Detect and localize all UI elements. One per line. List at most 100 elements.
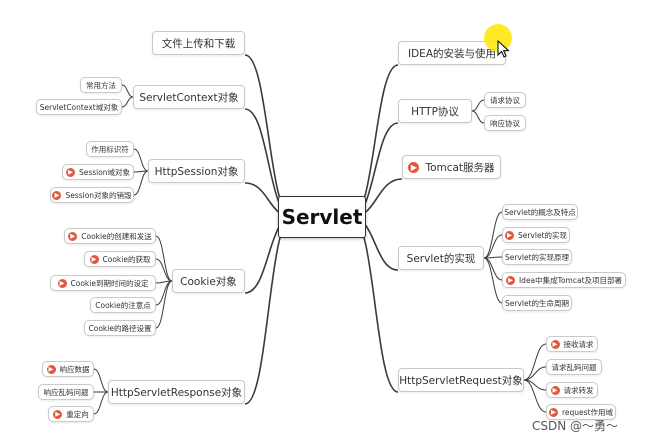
topic-label: Servlet的实现 [406, 252, 476, 265]
subtopic-servletcontext-scope[interactable]: ServletContext域对象 [36, 99, 122, 115]
topic-idea-install[interactable]: IDEA的安装与使用 [398, 41, 506, 65]
subtopic-label: Cookie的获取 [102, 254, 151, 264]
topic-label: Tomcat服务器 [425, 161, 495, 174]
subtopic-receive-request[interactable]: ▶ 接收请求 [546, 336, 598, 352]
sub-connector [155, 280, 173, 306]
play-badge-icon: ▶ [52, 190, 62, 200]
subtopic-servlet-concept[interactable]: Servlet的概念及特点 [502, 204, 578, 220]
subtopic-label: 响应乱码问题 [43, 387, 89, 397]
central-topic[interactable]: Servlet [278, 196, 366, 238]
subtopic-session-id[interactable]: 作用标识符 [86, 141, 134, 157]
topic-httpsession[interactable]: HttpSession对象 [148, 159, 245, 183]
sub-connector [155, 258, 173, 282]
subtopic-label: 响应协议 [490, 118, 520, 128]
sub-connector [483, 257, 503, 304]
subtopic-request-encoding[interactable]: 请求乱码问题 [546, 359, 602, 375]
topic-cookie[interactable]: Cookie对象 [172, 269, 245, 293]
sub-connector [523, 343, 547, 381]
topic-tomcat[interactable]: ▶ Tomcat服务器 [402, 155, 501, 179]
subtopic-label: Idea中集成Tomcat及项目部署 [518, 275, 623, 285]
subtopic-label: Cookie的路径设置 [88, 323, 152, 333]
play-badge-icon: ▶ [68, 231, 78, 241]
sub-connector [483, 211, 503, 259]
subtopic-cookie-get[interactable]: ▶ Cookie的获取 [84, 251, 156, 267]
subtopic-label: 重定向 [66, 409, 89, 419]
sub-connector [133, 170, 149, 196]
sub-connector [483, 257, 503, 281]
central-topic-label: Servlet [281, 205, 363, 229]
main-connector [244, 54, 293, 218]
subtopic-session-scope[interactable]: ▶ Session域对象 [62, 164, 134, 180]
subtopic-response-encoding[interactable]: 响应乱码问题 [38, 384, 94, 400]
play-badge-icon: ▶ [57, 278, 67, 288]
topic-servletcontext[interactable]: ServletContext对象 [133, 85, 245, 109]
subtopic-idea-tomcat-deploy[interactable]: ▶ Idea中集成Tomcat及项目部署 [502, 272, 626, 288]
play-badge-icon: ▶ [53, 409, 63, 419]
topic-httpservletrequest[interactable]: HttpServletRequest对象 [398, 368, 524, 392]
mouse-cursor-icon [497, 40, 510, 58]
subtopic-label: Cookie的注意点 [95, 300, 151, 310]
main-connector [351, 64, 399, 218]
subtopic-label: 响应数据 [59, 364, 90, 374]
subtopic-label: 请求协议 [490, 95, 520, 105]
subtopic-label: Cookie的创建和发送 [81, 231, 152, 241]
subtopic-request-scope[interactable]: ▶ request作用域 [546, 404, 616, 420]
subtopic-redirect[interactable]: ▶ 重定向 [48, 406, 94, 422]
subtopic-cookie-expiry[interactable]: ▶ Cookie到期时间的设定 [50, 275, 156, 291]
subtopic-request-protocol[interactable]: 请求协议 [484, 92, 526, 108]
topic-label: HttpServletRequest对象 [399, 374, 523, 387]
sub-connector [155, 280, 173, 329]
main-connector [244, 216, 293, 405]
topic-httpservletresponse[interactable]: HttpServletResponse对象 [108, 380, 245, 404]
subtopic-session-destroy[interactable]: ▶ Session对象的销毁 [50, 187, 134, 203]
topic-http-protocol[interactable]: HTTP协议 [398, 99, 472, 123]
subtopic-label: Servlet的生命周期 [504, 298, 570, 308]
subtopic-request-forward[interactable]: ▶ 请求转发 [546, 382, 598, 398]
play-badge-icon: ▶ [46, 364, 56, 374]
subtopic-cookie-create[interactable]: ▶ Cookie的创建和发送 [64, 228, 156, 244]
play-badge-icon: ▶ [548, 407, 558, 417]
subtopic-cookie-notes[interactable]: Cookie的注意点 [90, 297, 156, 313]
subtopic-label: 请求转发 [563, 385, 594, 395]
subtopic-cookie-path[interactable]: Cookie的路径设置 [84, 320, 156, 336]
subtopic-label: 请求乱码问题 [551, 362, 597, 372]
play-badge-icon: ▶ [65, 167, 75, 177]
subtopic-label: Cookie到期时间的设定 [70, 278, 149, 288]
subtopic-servlet-lifecycle[interactable]: Servlet的生命周期 [502, 295, 572, 311]
topic-label: HttpSession对象 [154, 165, 239, 178]
subtopic-label: Servlet的实现原理 [504, 252, 570, 262]
topic-label: HTTP协议 [411, 105, 459, 118]
sub-connector [155, 235, 173, 282]
sub-connector [93, 391, 109, 415]
subtopic-label: ServletContext域对象 [39, 102, 119, 112]
subtopic-label: 作用标识符 [91, 144, 129, 154]
play-badge-icon: ▶ [408, 161, 420, 173]
subtopic-servlet-principle[interactable]: Servlet的实现原理 [502, 249, 572, 265]
subtopic-label: Servlet的实现 [517, 230, 568, 240]
play-badge-icon: ▶ [89, 254, 99, 264]
topic-label: IDEA的安装与使用 [408, 47, 496, 60]
sub-connector [483, 234, 503, 259]
subtopic-servlet-implementation[interactable]: ▶ Servlet的实现 [502, 227, 570, 243]
subtopic-label: Session对象的销毁 [65, 190, 132, 200]
subtopic-response-protocol[interactable]: 响应协议 [484, 115, 526, 131]
topic-label: HttpServletResponse对象 [110, 386, 243, 399]
watermark: CSDN @～勇～ [532, 419, 619, 433]
subtopic-label: 接收请求 [563, 339, 594, 349]
subtopic-response-data[interactable]: ▶ 响应数据 [42, 361, 94, 377]
sub-connector [121, 84, 134, 98]
topic-file-upload-download[interactable]: 文件上传和下载 [152, 31, 245, 55]
sub-connector [93, 368, 109, 393]
subtopic-label: Session域对象 [78, 167, 131, 177]
topic-servlet-impl[interactable]: Servlet的实现 [398, 246, 484, 270]
subtopic-label: 常用方法 [86, 80, 116, 90]
subtopic-label: request作用域 [561, 407, 613, 417]
subtopic-common-methods[interactable]: 常用方法 [80, 77, 122, 93]
sub-connector [471, 110, 485, 124]
sub-connector [133, 148, 149, 172]
play-badge-icon: ▶ [504, 230, 514, 240]
sub-connector [523, 379, 547, 413]
topic-label: ServletContext对象 [139, 91, 239, 104]
sub-connector [523, 366, 547, 381]
sub-connector [471, 99, 485, 112]
